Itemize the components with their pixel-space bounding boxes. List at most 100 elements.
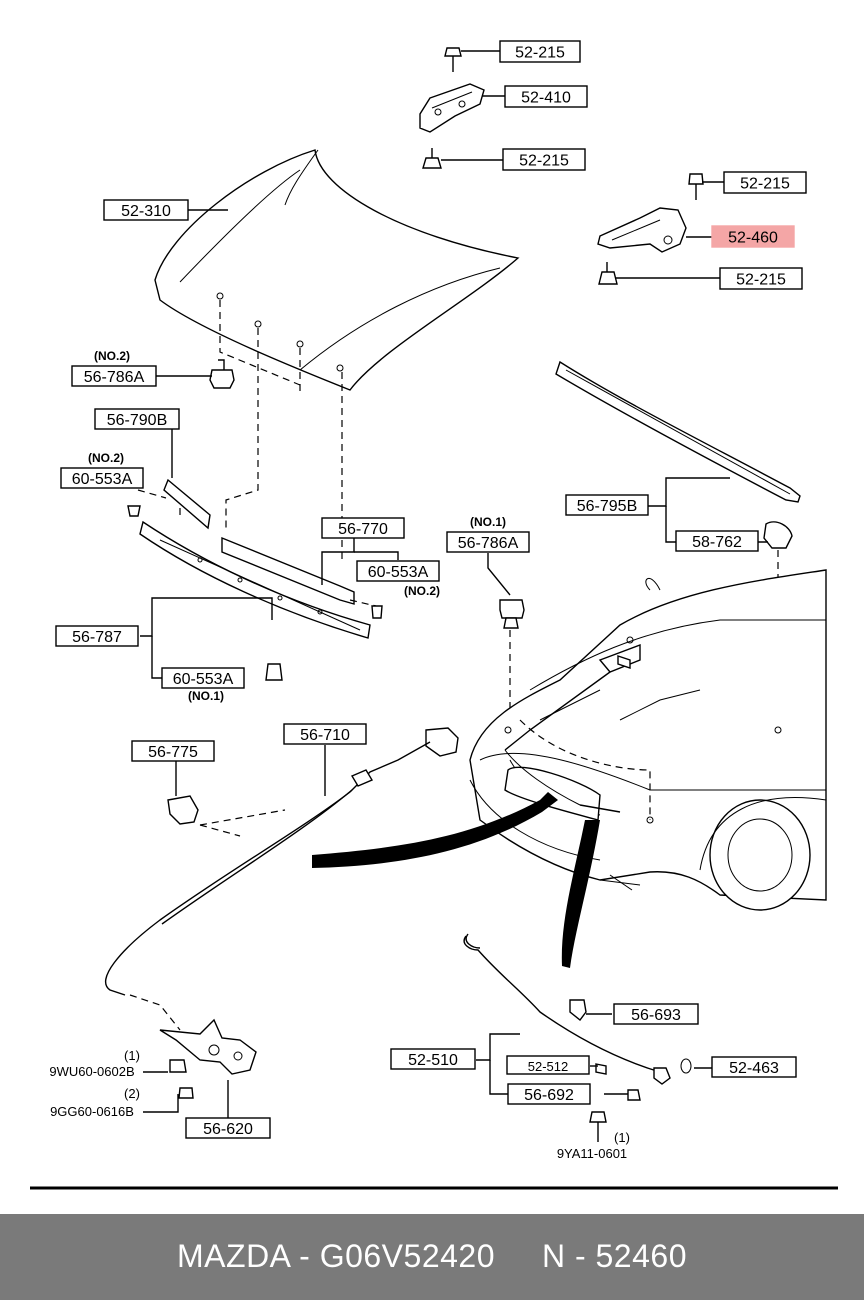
part-label-box — [565, 494, 649, 516]
part-label-box — [711, 225, 795, 248]
part-label-box — [675, 530, 759, 552]
part-number-text: 56-692 — [524, 1087, 574, 1104]
hood-support-rod — [463, 933, 712, 1142]
part-label: 52-512 — [506, 1055, 590, 1075]
part-number-text: 52-215 — [740, 176, 790, 193]
part-label: 56-770 — [321, 517, 405, 539]
part-label-box — [390, 1048, 476, 1070]
part-number-text: 56-787 — [72, 629, 122, 646]
part-number-text: 52-512 — [528, 1059, 568, 1074]
part-number-text: 60-553A — [72, 471, 133, 488]
part-number-text: 52-310 — [121, 203, 171, 220]
fastener-codes: (1)9WU60-0602B(2)9GG60-0616B(1)9YA11-060… — [49, 1048, 630, 1161]
part-number-text: 56-786A — [458, 535, 519, 552]
part-number-text: 52-463 — [729, 1060, 779, 1077]
part-label-box — [131, 740, 215, 762]
quantity-note: (NO.1) — [470, 515, 506, 529]
part-label: 56-787 — [55, 625, 139, 647]
part-label: 56-693 — [613, 1003, 699, 1025]
part-number-text: 56-710 — [300, 727, 350, 744]
part-label-box — [71, 365, 157, 387]
part-label-box — [356, 560, 440, 582]
part-number-text: 52-410 — [521, 90, 571, 107]
part-label-box — [185, 1117, 271, 1139]
part-label: 60-553A — [356, 560, 440, 582]
part-label-box — [94, 408, 180, 430]
fastener-quantity: (1) — [124, 1048, 140, 1063]
part-label-box — [161, 667, 245, 689]
fastener-code: 9GG60-0616B — [50, 1104, 134, 1119]
part-number-text: 52-215 — [515, 45, 565, 62]
part-number-text: 56-693 — [631, 1007, 681, 1024]
part-label: 52-215 — [502, 148, 586, 171]
part-label-box — [321, 517, 405, 539]
part-label: 60-553A — [161, 667, 245, 689]
cowl-molding — [555, 360, 801, 543]
part-label: 52-215 — [719, 267, 803, 290]
part-label-box — [283, 723, 367, 745]
part-label-box — [613, 1003, 699, 1025]
part-label: 56-620 — [185, 1117, 271, 1139]
part-label-box — [446, 531, 530, 553]
quantity-notes: (NO.2) (NO.2) (NO.2) (NO.1) (NO.1) — [88, 349, 506, 703]
part-label: 52-215 — [499, 40, 581, 63]
quantity-note: (NO.1) — [188, 689, 224, 703]
part-label: 56-786A — [446, 531, 530, 553]
part-number-text: 60-553A — [173, 671, 234, 688]
part-label-box — [507, 1083, 591, 1105]
part-label-box — [711, 1056, 797, 1078]
part-label: 52-310 — [103, 199, 189, 221]
hood-seal-rear — [221, 536, 399, 619]
vehicle-front — [469, 569, 827, 911]
callout-arrows — [312, 792, 600, 968]
part-label: 52-215 — [723, 171, 807, 194]
part-label-box — [506, 1055, 590, 1075]
part-label: 60-553A — [60, 467, 144, 489]
part-number-text: 52-215 — [736, 272, 786, 289]
fastener-quantity: (1) — [614, 1130, 630, 1145]
quantity-note: (NO.2) — [94, 349, 130, 363]
part-label-box — [719, 267, 803, 290]
part-number-text: 56-790B — [107, 412, 168, 429]
part-label-box — [60, 467, 144, 489]
part-number-text: 56-775 — [148, 744, 198, 761]
footer-bar: MAZDA - G06V52420 N - 52460 — [0, 1214, 864, 1300]
hood-bumper-no1 — [487, 553, 525, 720]
weatherstrip-side — [127, 427, 211, 530]
part-label: 52-463 — [711, 1056, 797, 1078]
part-label-box — [723, 171, 807, 194]
part-number-text: 58-762 — [692, 534, 742, 551]
part-labels: 52-215 52-410 52-215 52-215 52-460 52-215 52-3… — [55, 40, 807, 1139]
part-label: 52-460 — [711, 225, 795, 248]
fastener-code: 9WU60-0602B — [49, 1064, 134, 1079]
fastener-quantity: (2) — [124, 1086, 140, 1101]
part-label: 58-762 — [675, 530, 759, 552]
part-label: 52-510 — [390, 1048, 476, 1070]
part-number-text: 56-770 — [338, 521, 388, 538]
hood-hinge-left — [419, 47, 505, 169]
release-cable — [104, 727, 459, 1031]
part-number-text: 56-795B — [577, 498, 638, 515]
part-label: 56-790B — [94, 408, 180, 430]
part-label: 56-710 — [283, 723, 367, 745]
hood-seal-front — [139, 520, 371, 639]
part-number-text: 60-553A — [368, 564, 429, 581]
part-label: 56-786A — [71, 365, 157, 387]
part-label-box — [103, 199, 189, 221]
part-label-box — [55, 625, 139, 647]
part-label: 56-775 — [131, 740, 215, 762]
footer-part-number: MAZDA - G06V52420 N - 52460 — [177, 1238, 687, 1274]
fastener-code: 9YA11-0601 — [557, 1146, 627, 1161]
part-number-text: 52-510 — [408, 1052, 458, 1069]
part-label: 56-795B — [565, 494, 649, 516]
quantity-note: (NO.2) — [404, 584, 440, 598]
quantity-note: (NO.2) — [88, 451, 124, 465]
part-number-text: 56-786A — [84, 369, 145, 386]
part-number-text: 52-460 — [728, 230, 778, 247]
part-label: 52-410 — [504, 85, 588, 108]
cable-clip — [167, 760, 199, 825]
hood-bumper-no2 — [155, 359, 235, 389]
part-label-box — [499, 40, 581, 63]
part-number-text: 56-620 — [203, 1121, 253, 1138]
